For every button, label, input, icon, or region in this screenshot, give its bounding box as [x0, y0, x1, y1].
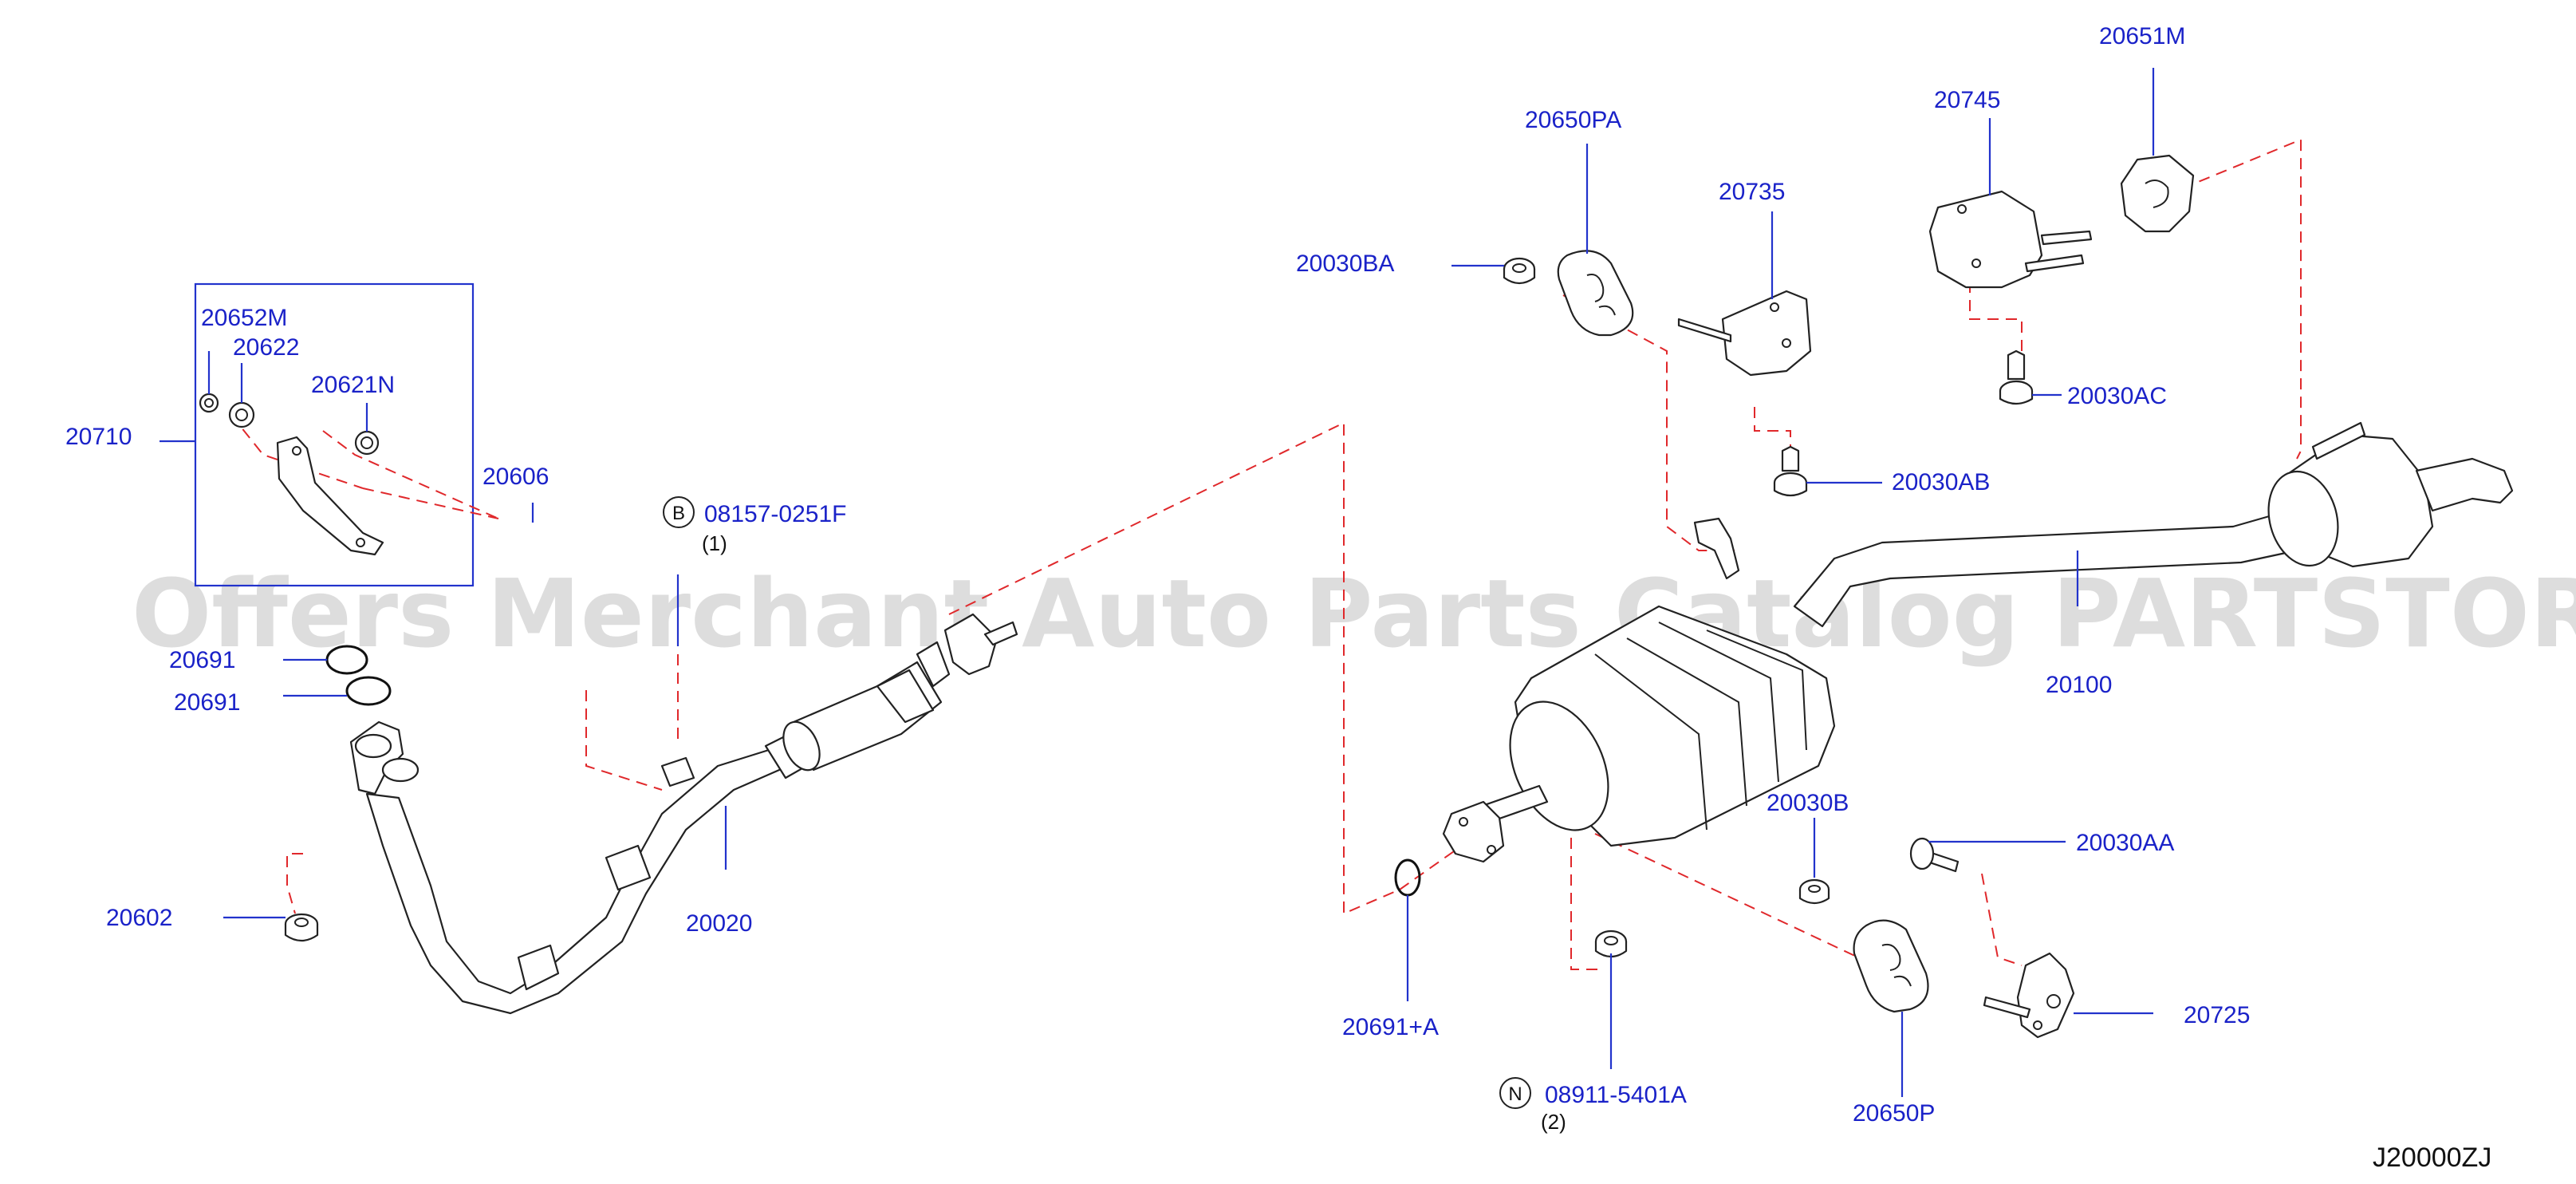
- label-20691A: 20691+A: [1342, 1014, 1439, 1040]
- callout-letter-B: B: [672, 503, 685, 524]
- callout-circle-B: [663, 496, 695, 528]
- rubber-mount-20651M: [2120, 154, 2195, 233]
- label-20652M: 20652M: [201, 305, 287, 331]
- dashed-guides-right: [1399, 138, 2302, 970]
- label-08911-5401A: 08911-5401A: [1545, 1082, 1687, 1108]
- qty-08911-5401A: (2): [1541, 1110, 1566, 1134]
- bolt-20030AA: [1909, 837, 1960, 873]
- label-20651M: 20651M: [2099, 23, 2185, 49]
- center-muffler-20100: [1442, 421, 2514, 863]
- label-20030B: 20030B: [1767, 790, 1849, 816]
- nut-20602: [284, 913, 319, 942]
- bracket-20745: [1928, 190, 2093, 289]
- bracket-20621N-group: [199, 393, 384, 556]
- inset-box-20710: [194, 282, 475, 587]
- leaders-left: [160, 351, 727, 919]
- bracket-20725: [1983, 952, 2075, 1039]
- dashed-guides-left: [230, 414, 1400, 915]
- label-20020: 20020: [686, 910, 752, 937]
- label-20725: 20725: [2184, 1002, 2250, 1028]
- bracket-20735: [1677, 290, 1812, 377]
- label-20735: 20735: [1719, 179, 1785, 205]
- label-20650P: 20650P: [1853, 1100, 1935, 1127]
- bolt-20030AB: [1773, 445, 1808, 497]
- nut-20030BA: [1503, 257, 1536, 285]
- label-20710: 20710: [65, 424, 132, 450]
- label-20030AB: 20030AB: [1892, 469, 1990, 495]
- rubber-mount-20650P: [1853, 919, 1929, 1013]
- rubber-mount-20650PA: [1557, 250, 1634, 337]
- bolt-20030AC: [1999, 349, 2034, 405]
- qty-08157-0251F: (1): [702, 531, 727, 555]
- leaders-right: [1406, 68, 2155, 1097]
- label-20745: 20745: [1934, 87, 2000, 113]
- label-20100: 20100: [2046, 672, 2112, 698]
- label-20030BA: 20030BA: [1296, 251, 1394, 277]
- callout-letter-N: N: [1508, 1083, 1522, 1105]
- watermark: Offers Merchant Auto Parts Catalog PARTS…: [132, 558, 2576, 669]
- label-20621N: 20621N: [311, 372, 395, 398]
- o-ring-20691-lower: [345, 676, 392, 706]
- label-20691-lower: 20691: [174, 689, 240, 716]
- callout-circle-N: [1499, 1077, 1531, 1109]
- nut-20030B: [1798, 878, 1830, 905]
- diagram-code: J20000ZJ: [2373, 1143, 2491, 1173]
- label-20691-upper: 20691: [169, 647, 235, 673]
- label-20602: 20602: [106, 905, 172, 931]
- label-08157-0251F: 08157-0251F: [704, 501, 846, 527]
- label-20030AA: 20030AA: [2076, 830, 2174, 856]
- front-exhaust-pipe-20020: [349, 613, 1018, 1015]
- label-20622: 20622: [233, 334, 299, 361]
- nut-08911-5401A: [1594, 929, 1628, 958]
- label-20030AC: 20030AC: [2067, 383, 2167, 409]
- label-20606: 20606: [483, 464, 549, 490]
- label-20650PA: 20650PA: [1525, 107, 1621, 133]
